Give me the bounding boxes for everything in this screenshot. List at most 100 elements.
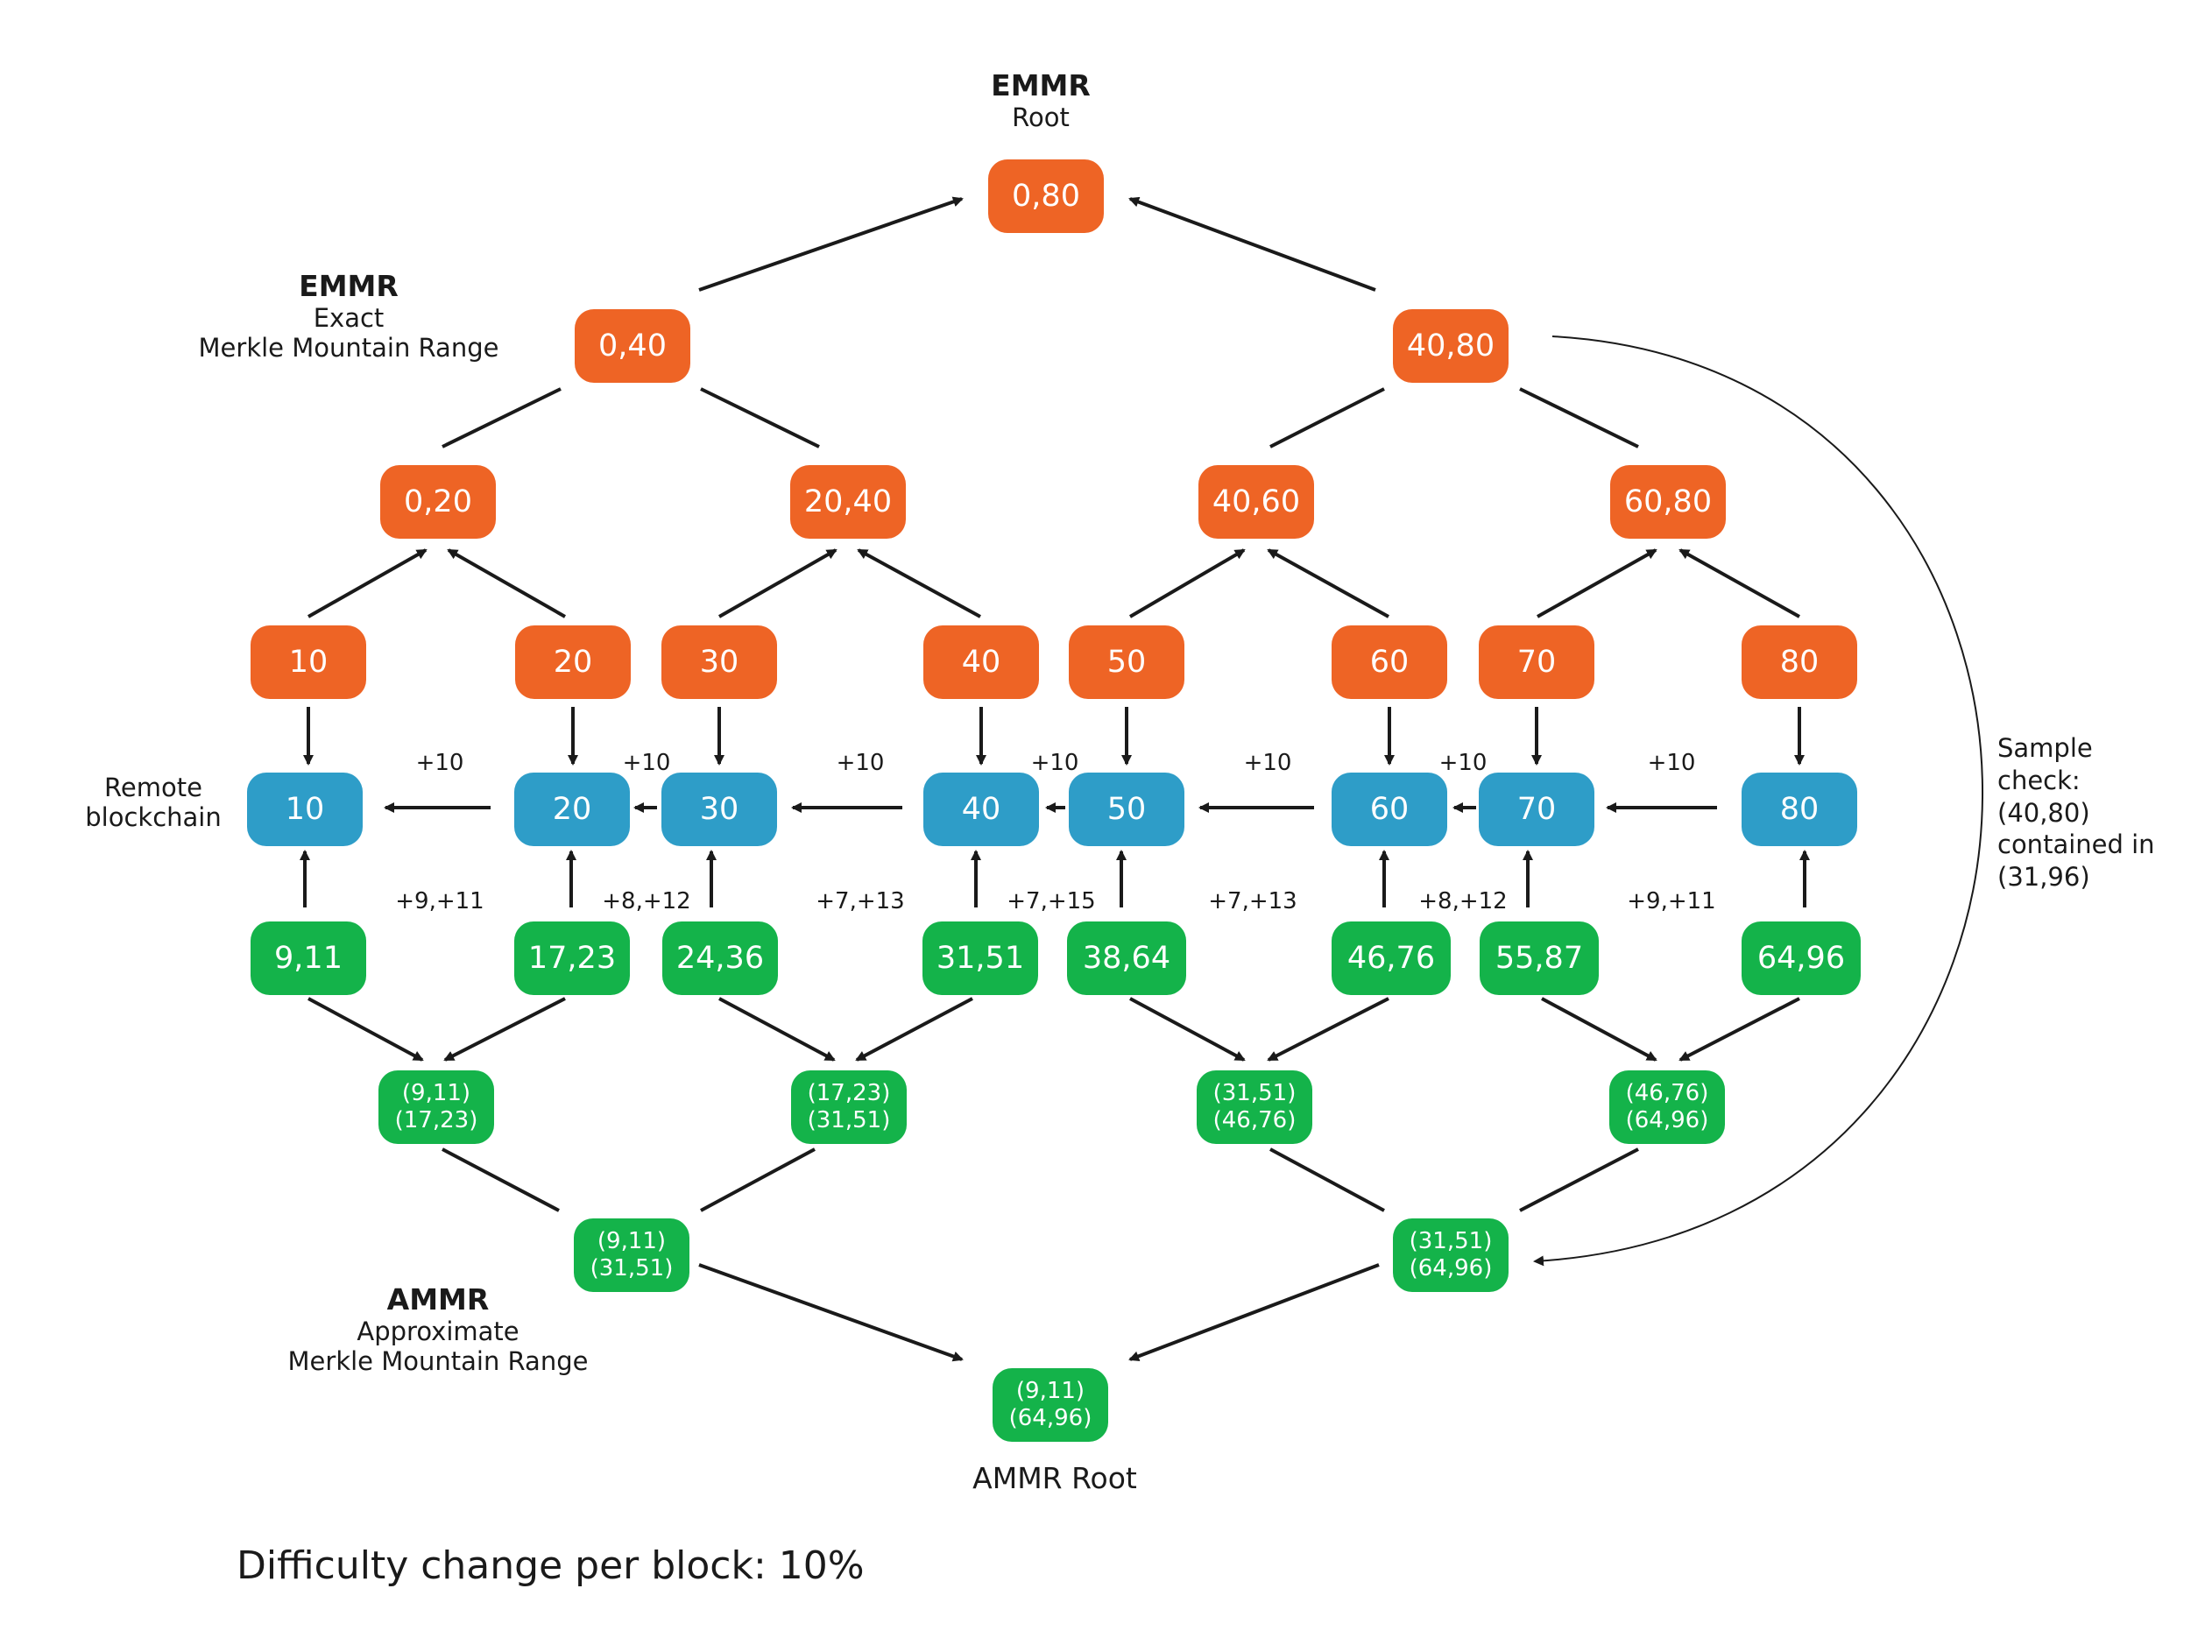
emmr-edge (700, 387, 820, 448)
chain-block-80: 80 (1742, 773, 1857, 846)
emmr-subtitle-2: Merkle Mountain Range (198, 333, 499, 363)
ammr-leaf-46-76: 46,76 (1332, 921, 1451, 995)
emmr-leaf-edge-arrow (718, 548, 837, 618)
sample-check-line: check: (1997, 765, 2081, 795)
ammr-node-17-23-31-51: (17,23) (31,51) (791, 1070, 907, 1144)
chain-delta-label: +10 (622, 750, 671, 776)
sample-check-curve-arrow (1533, 335, 1983, 1267)
emmr-caption: EMMR Exact Merkle Mountain Range (199, 269, 499, 363)
emmr-leaf-40: 40 (923, 625, 1039, 699)
emmr-node-60-80: 60,80 (1610, 465, 1726, 539)
ammr-edge (442, 1147, 560, 1212)
chain-delta-label: +10 (1647, 750, 1696, 776)
ammr-leaf-edge-arrow (1129, 997, 1246, 1062)
chain-block-20: 20 (514, 773, 630, 846)
ammr-leaf-edge-arrow (855, 997, 973, 1062)
chain-block-30: 30 (661, 773, 777, 846)
emmr-leaf-10: 10 (251, 625, 366, 699)
ammr-leaf-edge-arrow (307, 997, 424, 1062)
emmr-leaf-edge-arrow (1537, 548, 1657, 618)
chain-delta-label: +10 (1438, 750, 1488, 776)
emmr-root-subtitle: Root (1012, 102, 1070, 132)
ammr-title: AMMR (386, 1282, 490, 1317)
ammr-leaf-55-87: 55,87 (1480, 921, 1599, 995)
ammr-node-46-76-64-96: (46,76) (64,96) (1609, 1070, 1725, 1144)
remote-blockchain-caption: Remote blockchain (85, 773, 221, 832)
ammr-root-caption: AMMR Root (972, 1461, 1137, 1495)
ammr-leaf-9-11: 9,11 (251, 921, 366, 995)
emmr-node-20-40: 20,40 (790, 465, 906, 539)
emmr-edge (1519, 387, 1639, 448)
ammr-leaf-edge-arrow (443, 997, 566, 1062)
emmr-leaf-edge-arrow (307, 548, 428, 618)
chain-block-70: 70 (1479, 773, 1594, 846)
ammr-edge (1269, 1147, 1385, 1212)
emmr-leaf-70: 70 (1479, 625, 1594, 699)
sample-check-line: contained in (1997, 830, 2155, 860)
ammr-leaf-17-23: 17,23 (514, 921, 630, 995)
ammr-delta-label: +7,+13 (816, 888, 905, 914)
ammr-delta-label: +9,+11 (395, 888, 484, 914)
ammr-node-31-51-46-76: (31,51) (46,76) (1197, 1070, 1312, 1144)
emmr-leaf-edge-arrow (447, 548, 566, 618)
emmr-edge-arrow (1128, 196, 1376, 292)
ammr-subtitle-2: Merkle Mountain Range (287, 1346, 589, 1376)
emmr-root-node: 0,80 (988, 159, 1104, 233)
ammr-root-edge-arrow (698, 1263, 964, 1362)
sample-check-caption: Sample check: (40,80) contained in (31,9… (1997, 732, 2155, 893)
chain-delta-label: +10 (1243, 750, 1292, 776)
chain-block-50: 50 (1069, 773, 1184, 846)
ammr-delta-label: +8,+12 (602, 888, 691, 914)
ammr-caption: AMMR Approximate Merkle Mountain Range (288, 1282, 589, 1376)
emmr-root-title: EMMR (991, 68, 1091, 102)
emmr-node-0-20: 0,20 (380, 465, 496, 539)
emmr-edge (1269, 387, 1385, 448)
emmr-leaf-30: 30 (661, 625, 777, 699)
ammr-subtitle-1: Approximate (357, 1317, 519, 1346)
emmr-leaf-edge-arrow (1267, 548, 1389, 618)
emmr-leaf-edge-arrow (857, 548, 981, 618)
ammr-root-node: (9,11) (64,96) (993, 1368, 1108, 1442)
emmr-edge (442, 387, 562, 448)
chain-delta-label: +10 (836, 750, 885, 776)
ammr-edge (1519, 1147, 1639, 1212)
emmr-edge-arrow (698, 196, 964, 292)
emmr-leaf-edge-arrow (1678, 548, 1800, 618)
sample-check-line: (40,80) (1997, 797, 2090, 828)
sample-check-line: (31,96) (1997, 862, 2090, 893)
ammr-leaf-edge-arrow (1678, 997, 1800, 1062)
ammr-leaf-24-36: 24,36 (662, 921, 778, 995)
ammr-leaf-edge-arrow (1541, 997, 1657, 1062)
ammr-leaf-38-64: 38,64 (1067, 921, 1186, 995)
emmr-node-0-40: 0,40 (575, 309, 690, 383)
chain-block-40: 40 (923, 773, 1039, 846)
sample-check-line: Sample (1997, 733, 2093, 763)
chain-block-10: 10 (247, 773, 363, 846)
emmr-leaf-60: 60 (1332, 625, 1447, 699)
emmr-leaf-80: 80 (1742, 625, 1857, 699)
emmr-subtitle-1: Exact (313, 303, 385, 333)
ammr-node-9-11-17-23: (9,11) (17,23) (378, 1070, 494, 1144)
remote-caption-line-1: Remote (104, 773, 202, 802)
ammr-leaf-edge-arrow (718, 997, 836, 1062)
emmr-leaf-edge-arrow (1128, 548, 1246, 618)
chain-block-60: 60 (1332, 773, 1447, 846)
emmr-leaf-20: 20 (515, 625, 631, 699)
ammr-delta-label: +8,+12 (1418, 888, 1508, 914)
ammr-delta-label: +7,+15 (1007, 888, 1096, 914)
ammr-edge (700, 1147, 816, 1212)
footer-note: Difficulty change per block: 10% (237, 1543, 865, 1588)
ammr-delta-label: +9,+11 (1627, 888, 1716, 914)
emmr-leaf-50: 50 (1069, 625, 1184, 699)
chain-delta-label: +10 (415, 750, 464, 776)
emmr-node-40-60: 40,60 (1198, 465, 1314, 539)
emmr-title: EMMR (299, 269, 399, 303)
ammr-node-9-11-31-51: (9,11) (31,51) (574, 1218, 689, 1292)
emmr-node-40-80: 40,80 (1393, 309, 1509, 383)
ammr-leaf-edge-arrow (1267, 997, 1389, 1062)
ammr-leaf-64-96: 64,96 (1742, 921, 1861, 995)
ammr-node-31-51-64-96: (31,51) (64,96) (1393, 1218, 1509, 1292)
remote-caption-line-2: blockchain (85, 802, 222, 832)
